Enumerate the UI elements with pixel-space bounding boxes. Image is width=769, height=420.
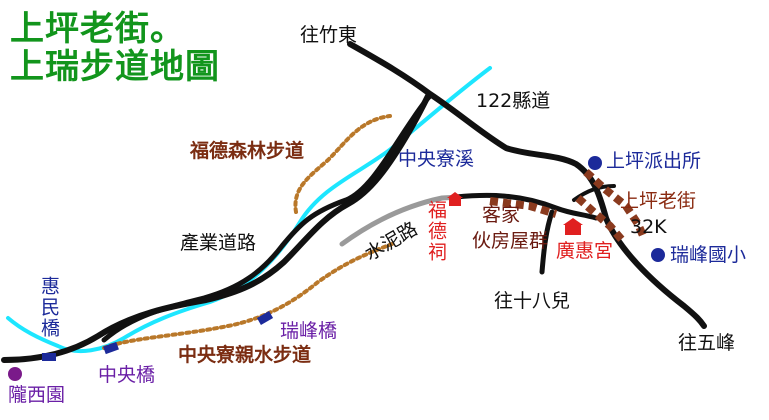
fude-forest-trail-line [293, 114, 392, 214]
zhongyang-stream-label: 中央寮溪 [398, 148, 475, 170]
shrine-road-line [453, 192, 599, 221]
school-marker-icon [651, 248, 665, 262]
hakka-houses-label-2: 伙房屋群 [472, 230, 549, 252]
police-station-label: 上坪派出所 [606, 150, 702, 172]
to-wufeng-label: 往五峰 [678, 332, 736, 354]
old-street-path [583, 169, 648, 240]
fude-forest-trail-label: 福德森林步道 [190, 140, 305, 162]
shibaer-branch-line-2 [572, 184, 616, 202]
hakka-houses-label-1: 客家 [482, 204, 521, 226]
longxi-garden-marker-icon [8, 367, 22, 381]
ruifeng-bridge-label: 瑞峰橋 [280, 320, 338, 342]
shibaer-branch-line [539, 209, 555, 275]
hakka-houses-path [489, 197, 558, 218]
km-marker-label: 32K [630, 216, 667, 238]
huimin-bridge-icon [42, 353, 56, 361]
county-road-122-line [1, 41, 707, 363]
map-title-line2: 上瑞步道地圖 [10, 47, 220, 87]
to-shibaer-label: 往十八兒 [494, 290, 571, 312]
zhongyang-bridge-icon [103, 341, 119, 355]
huimin-bridge-label: 惠民橋 [38, 276, 60, 339]
zhongyang-water-trail-label: 中央寮親水步道 [178, 344, 312, 366]
industry-road-label: 產業道路 [180, 232, 257, 254]
old-street-label: 上坪老街 [620, 190, 697, 212]
longxi-garden-label: 隴西園 [8, 384, 66, 406]
cement-road-line [339, 194, 463, 247]
shrine-temple-icon [447, 192, 463, 206]
guanghui-temple-icon [563, 218, 583, 235]
guanghui-temple-label: 廣惠宮 [556, 240, 614, 262]
to-zhudong-label: 往竹東 [300, 24, 358, 46]
ruifeng-bridge-icon [256, 311, 274, 325]
map-title-line1: 上坪老街。 [10, 9, 185, 49]
county-road-label: 122縣道 [476, 90, 551, 112]
police-station-marker-icon [588, 156, 602, 170]
zhongyang-bridge-label: 中央橋 [98, 364, 156, 386]
fude-shrine-label: 福德祠 [425, 200, 447, 263]
zhongyang-water-trail-line [102, 242, 394, 350]
ruifeng-school-label: 瑞峰國小 [670, 244, 747, 266]
old-street-path-2 [575, 195, 626, 243]
